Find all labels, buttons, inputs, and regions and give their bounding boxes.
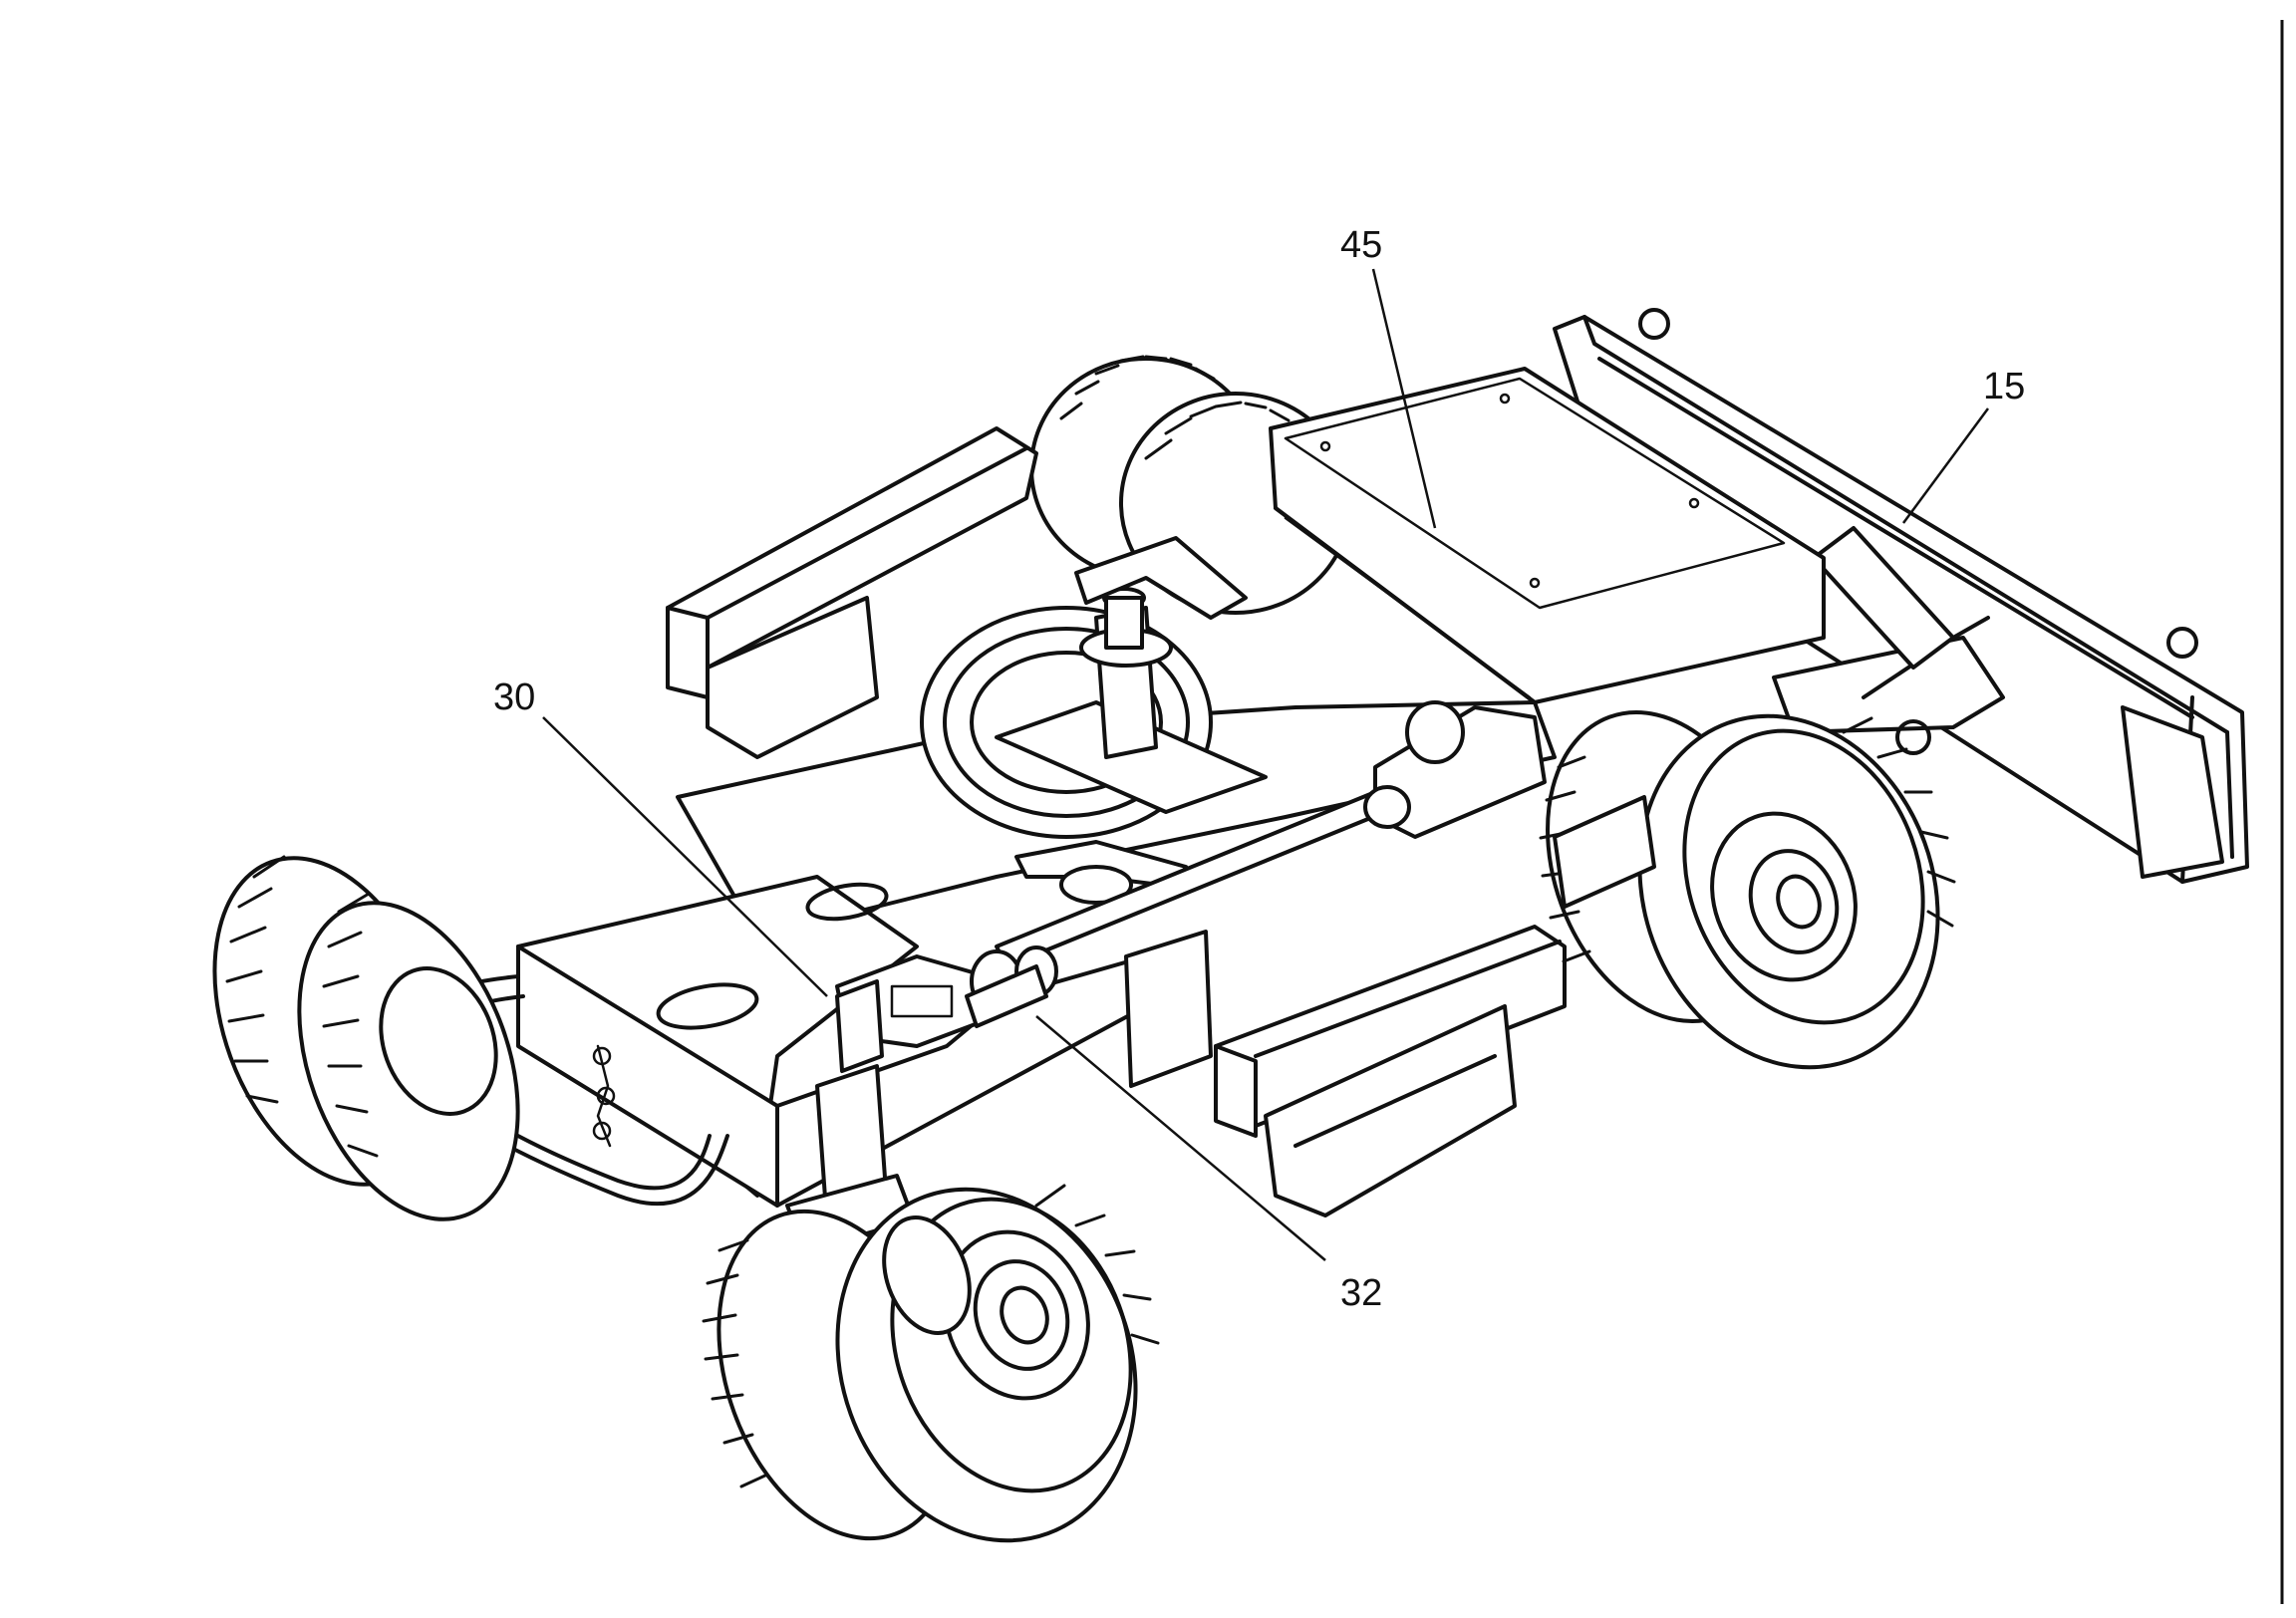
front-right-tires [702, 1184, 1160, 1543]
callout-45: 45 [1340, 224, 1382, 266]
slewing-ring [920, 536, 1268, 905]
callout-32: 32 [1340, 1272, 1382, 1314]
leader-line-15 [1901, 407, 1990, 524]
leader-line-30 [542, 716, 828, 997]
callout-30: 30 [493, 676, 535, 718]
leader-line-32 [1035, 1015, 1326, 1261]
callout-15: 15 [1983, 366, 2025, 407]
leader-line-45 [1371, 268, 1437, 529]
rear-right-tires [1539, 710, 1956, 1070]
front-left-tires [212, 855, 520, 1221]
hydraulic-pump [835, 945, 1058, 1073]
